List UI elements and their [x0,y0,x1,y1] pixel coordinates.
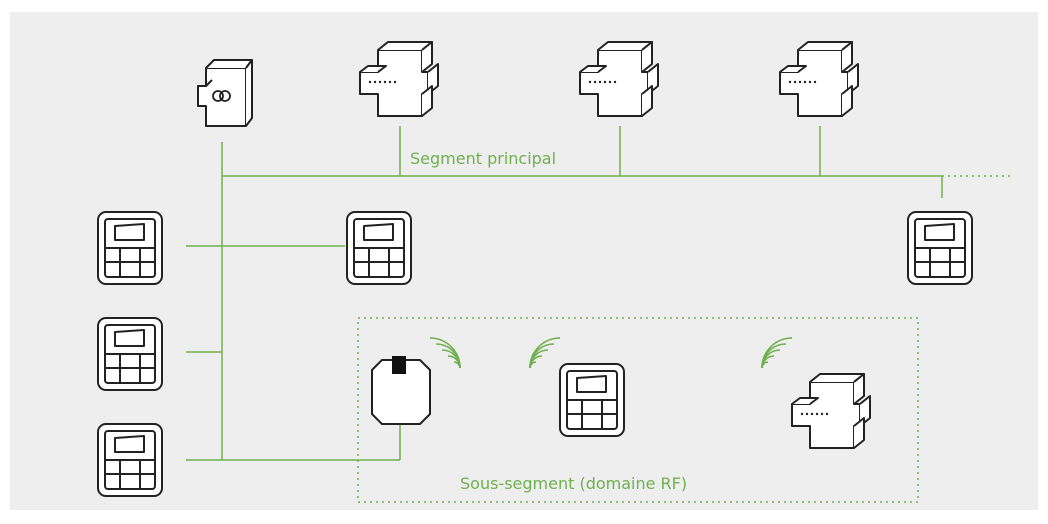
main-segment-label: Segment principal [410,149,556,168]
wall-switch-icon [907,211,973,285]
diagram-background [10,12,1038,510]
wall-switch-icon [97,211,163,285]
rf-actuator-connector [392,356,406,374]
wall-switch-icon [346,211,412,285]
sub-segment-label: Sous-segment (domaine RF) [460,474,687,493]
rf-actuator-icon [371,356,431,425]
wall-switch-icon [97,317,163,391]
wall-switch-icon [97,423,163,497]
wall-switch-icon [559,363,625,437]
power-supply-icon [197,59,253,127]
main-segment-bus [186,126,1010,461]
